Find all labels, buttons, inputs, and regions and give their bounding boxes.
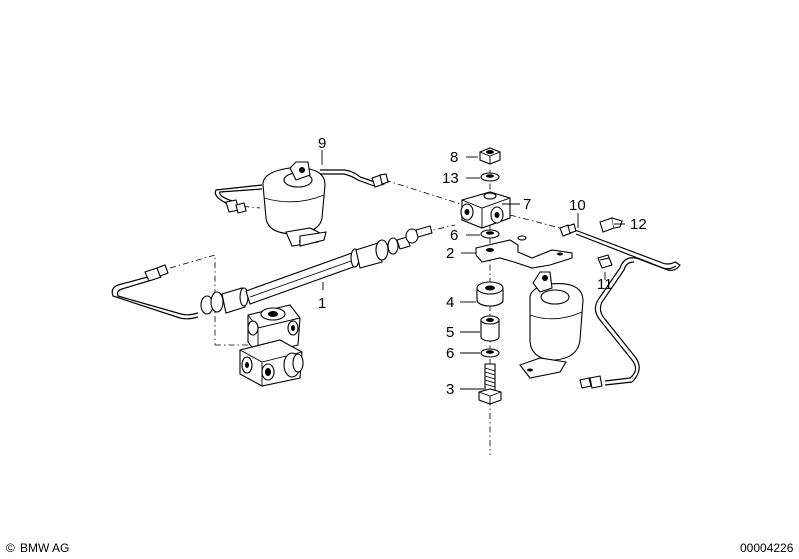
pressure-regulator-valve: [239, 304, 304, 387]
part-6-washer-upper: [480, 229, 500, 239]
callout-2: 2: [446, 245, 454, 262]
callout-5: 5: [446, 324, 454, 341]
callout-1: 1: [318, 295, 326, 312]
copyright-symbol: ©: [6, 541, 15, 555]
callout-3: 3: [446, 381, 454, 398]
part-5-spacer-sleeve: [480, 315, 500, 342]
diagram-id: 00004226: [740, 541, 794, 555]
brake-line-left: [111, 264, 199, 320]
callout-6-upper: 6: [450, 227, 458, 244]
callout-10: 10: [569, 197, 586, 214]
callout-11: 11: [597, 276, 613, 293]
part-2-bracket: [475, 235, 573, 269]
part-12-clip: [599, 217, 623, 233]
footer: © BMW AG 00004226: [6, 541, 794, 555]
part-4-rubber-mount: [476, 281, 504, 307]
callout-13: 13: [442, 170, 459, 187]
callout-12: 12: [630, 216, 647, 233]
callout-9: 9: [318, 135, 326, 152]
part-11-clip: [597, 254, 613, 269]
accumulator-lower: [519, 271, 584, 379]
callout-labels: 1 9 8 13 7 6 2 4 5 6 3 10 12 11: [318, 135, 647, 398]
part-7-distribution-block: [460, 191, 511, 229]
part-1-brake-hose: [200, 225, 433, 315]
callout-leaders: [321, 150, 625, 390]
part-10-brake-line-right: [559, 223, 681, 389]
copyright-text: BMW AG: [20, 541, 69, 555]
callout-4: 4: [446, 294, 454, 311]
part-9-accumulator-upper: [214, 161, 389, 247]
callout-7: 7: [523, 196, 531, 213]
callout-8: 8: [450, 149, 458, 166]
part-8-nut: [479, 147, 501, 165]
part-6-washer-lower: [480, 348, 500, 358]
part-13-washer: [480, 172, 500, 182]
part-3-bolt: [478, 363, 502, 405]
callout-6-lower: 6: [446, 345, 454, 362]
